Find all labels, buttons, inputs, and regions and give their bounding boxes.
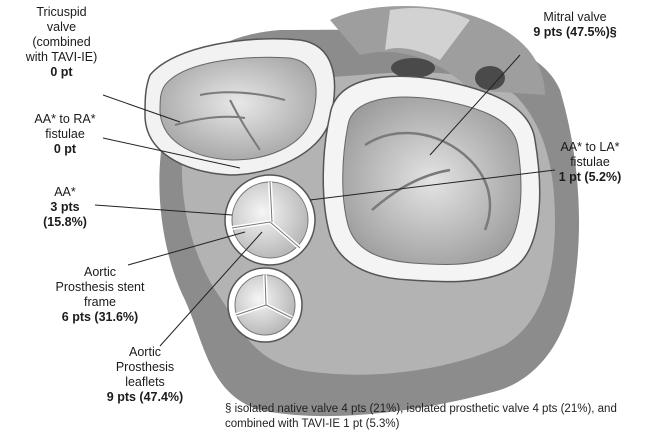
label-stent-frame: Aortic Prosthesis stent frame 6 pts (31.… (40, 265, 160, 325)
pulmonary-opening-1 (391, 58, 435, 78)
label-prosthesis-leaflets: Aortic Prosthesis leaflets 9 pts (47.4%) (95, 345, 195, 405)
aortic-prosthesis (225, 175, 315, 265)
label-aa-to-ra: AA* to RA* fistulae 0 pt (20, 112, 110, 157)
label-tricuspid: Tricuspid valve (combined with TAVI-IE) … (14, 5, 109, 80)
pulmonic-valve (228, 268, 302, 342)
label-aa-to-la: AA* to LA* fistulae 1 pt (5.2%) (545, 140, 635, 185)
mitral-valve (323, 76, 539, 281)
footnote: § isolated native valve 4 pts (21%), iso… (225, 402, 635, 432)
pulmonary-opening-2 (475, 66, 505, 90)
label-aa: AA* 3 pts (15.8%) (35, 185, 95, 230)
label-mitral-valve: Mitral valve 9 pts (47.5%)§ (520, 10, 630, 40)
